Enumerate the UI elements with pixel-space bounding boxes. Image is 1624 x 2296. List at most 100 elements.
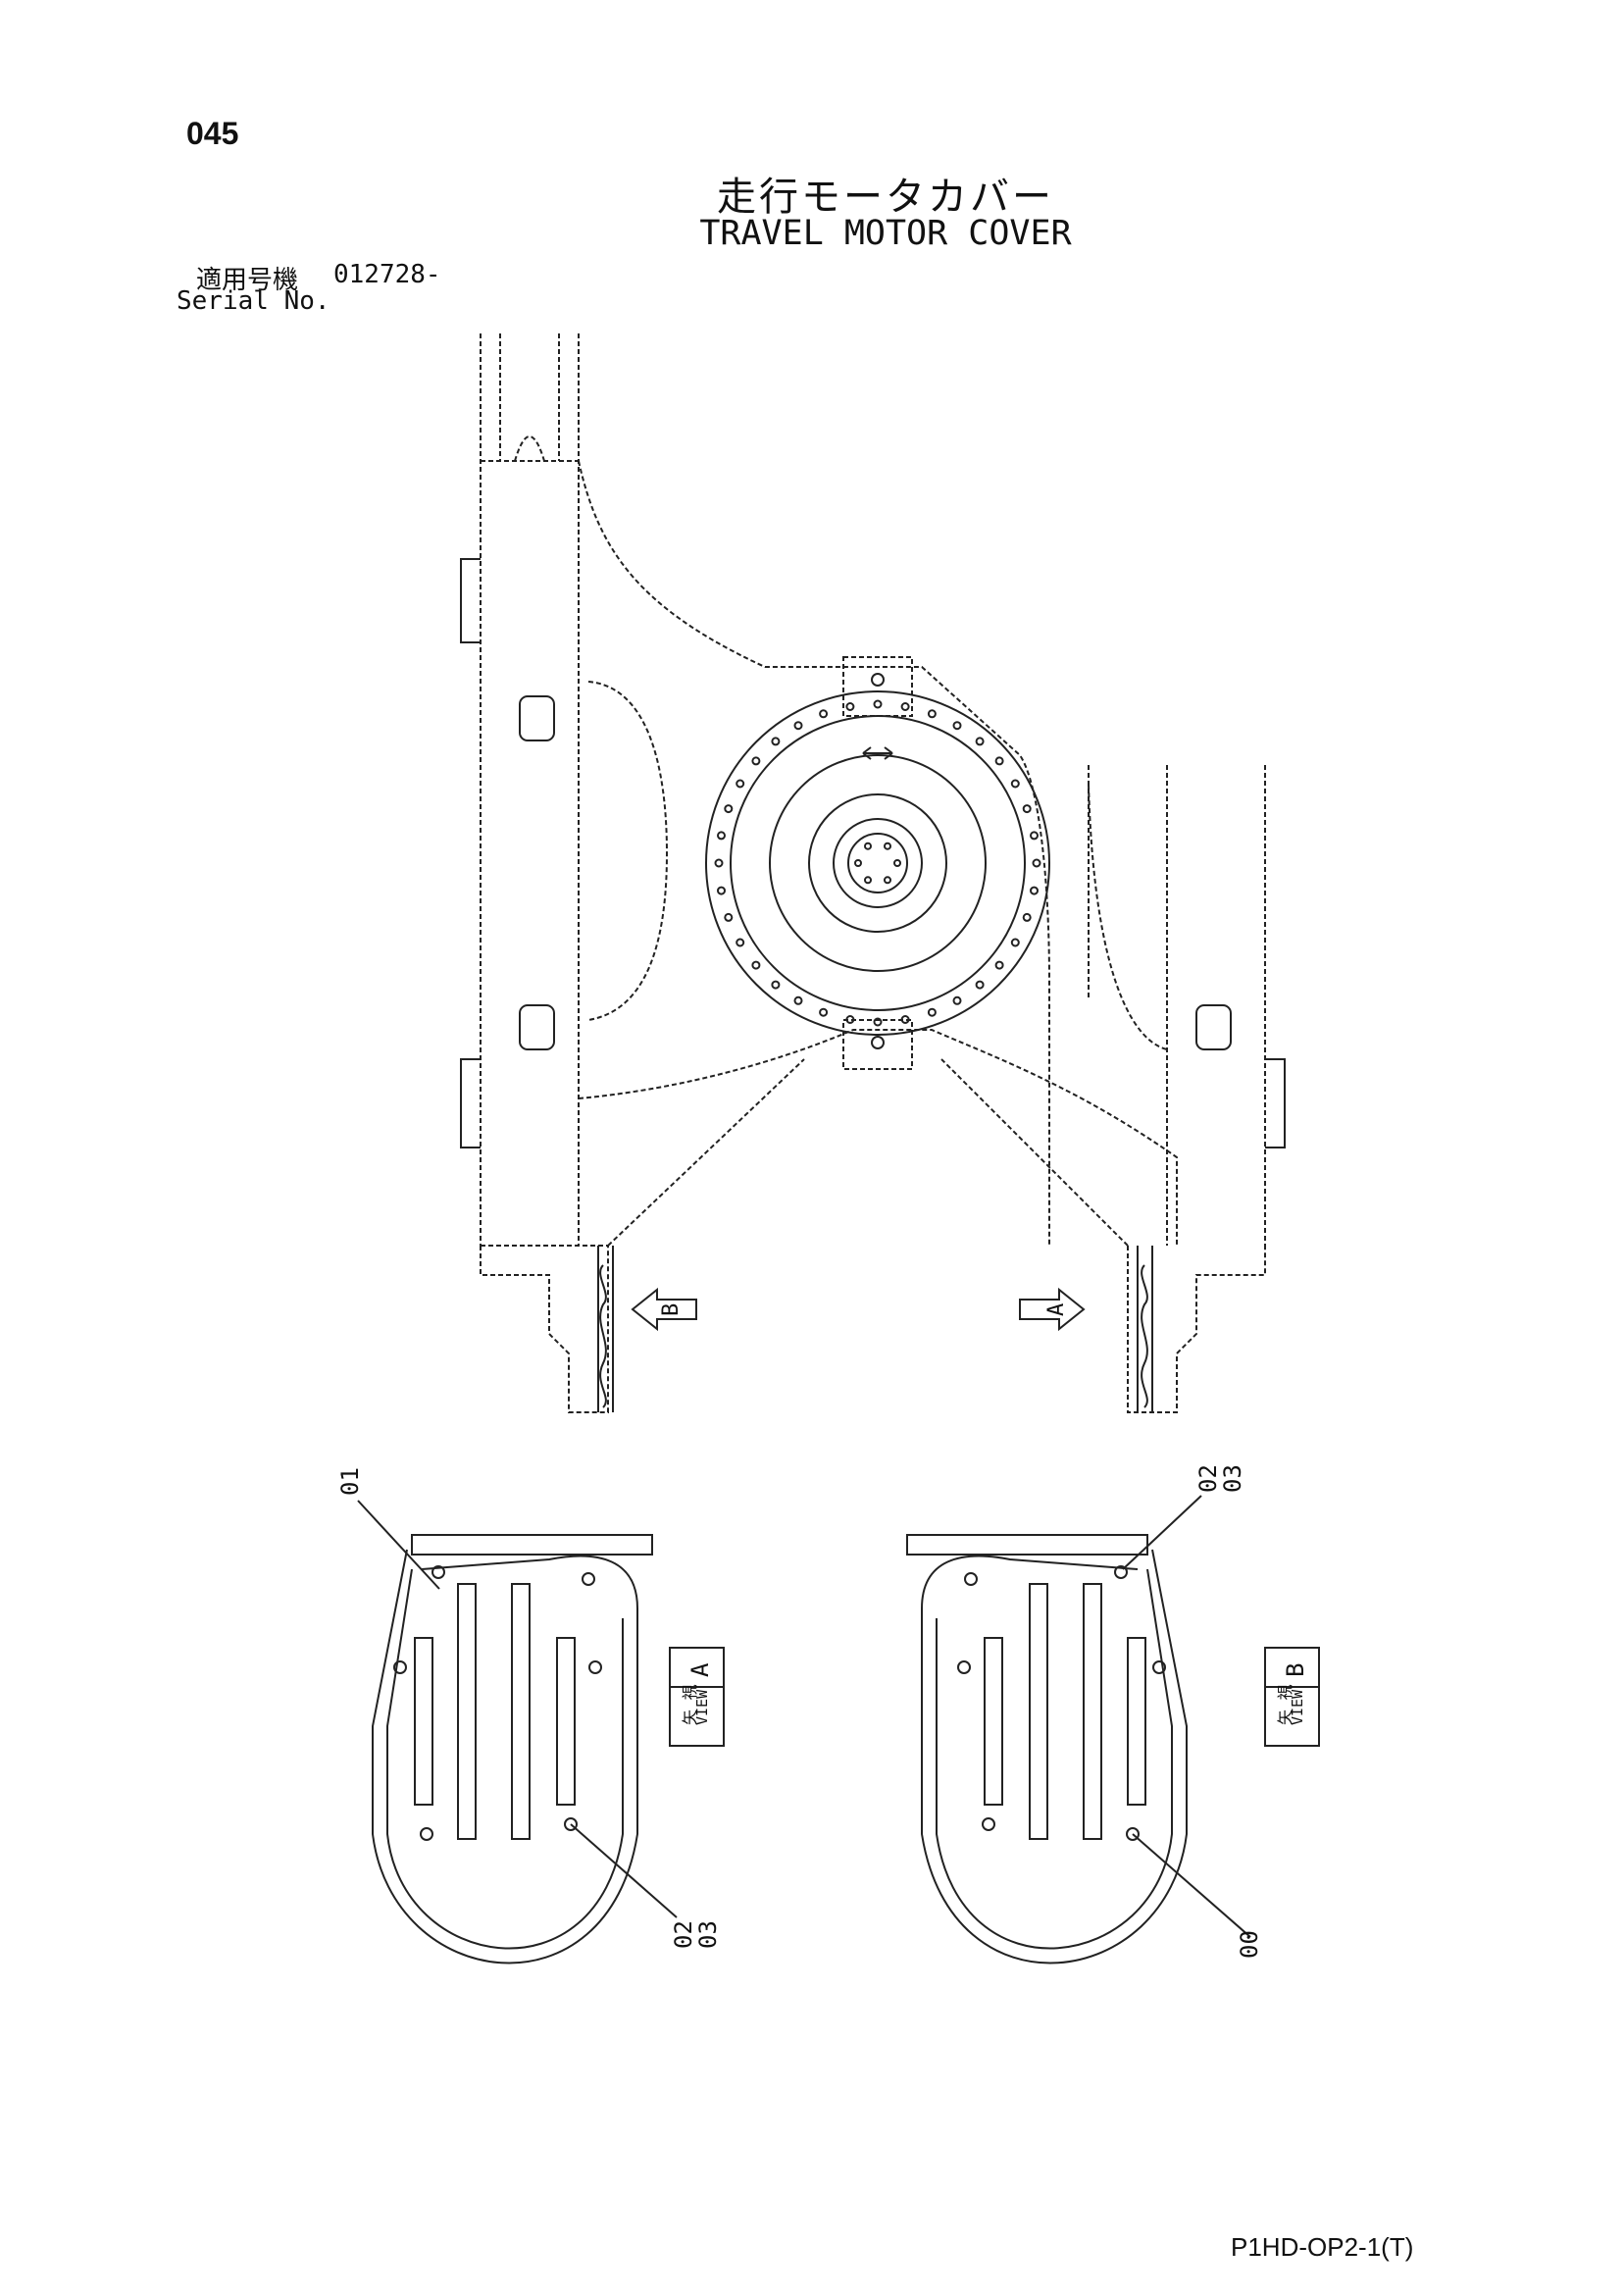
motor-bolt-hole xyxy=(717,831,726,841)
frame-left-arm xyxy=(480,333,580,1246)
motor-bolt-hole xyxy=(927,1007,937,1017)
handle-left-upper xyxy=(460,558,481,643)
cover-right-section xyxy=(1137,1246,1153,1412)
callout-02-bottom-line1: 02 xyxy=(670,1920,697,1949)
view-a-slot-3 xyxy=(511,1583,531,1840)
view-a-label-box xyxy=(669,1647,725,1747)
pad-left-upper xyxy=(519,695,555,741)
motor-housing-ring xyxy=(769,754,987,972)
motor-bolt-hole xyxy=(736,779,745,789)
view-b-bolt xyxy=(1126,1827,1140,1841)
view-a-cover-inner xyxy=(386,1568,624,1950)
view-b-label-box xyxy=(1264,1647,1320,1747)
page-title-japanese: 走行モータカバー xyxy=(717,175,1054,220)
callout-02-bottom-line2: 03 xyxy=(694,1920,722,1949)
motor-hub-inner xyxy=(847,833,908,893)
view-b-cover-inner xyxy=(936,1568,1173,1950)
frame-left-diagonal xyxy=(607,1058,805,1247)
view-b-label-en: VIEW xyxy=(1289,1689,1306,1725)
view-a-slot-2 xyxy=(457,1583,477,1840)
motor-mount-bottom xyxy=(842,1019,913,1070)
view-b-slot-1 xyxy=(984,1637,1003,1806)
motor-bolt-hole xyxy=(873,699,883,709)
view-b-slot-4 xyxy=(1127,1637,1146,1806)
callout-leader-01 xyxy=(357,1500,440,1590)
callout-leader-02-bottom xyxy=(570,1823,678,1918)
view-arrow-b-letter: B xyxy=(659,1303,684,1316)
callout-02-top-line1: 02 xyxy=(1194,1464,1222,1493)
motor-bolt-hole xyxy=(952,721,962,731)
view-b-label-jp: 矢 視 xyxy=(1276,1684,1294,1725)
frame-right-oval xyxy=(1088,784,1168,1050)
view-a-slot-1 xyxy=(414,1637,433,1806)
view-arrow-a-icon xyxy=(1019,1287,1086,1332)
motor-bolt-hole xyxy=(1022,912,1032,922)
motor-bolt-hole xyxy=(717,886,726,895)
view-b-bolt xyxy=(1152,1660,1166,1674)
page-title-english: TRAVEL MOTOR COVER xyxy=(699,214,1072,253)
motor-bolt-hole xyxy=(1010,779,1020,789)
view-a-bolt xyxy=(420,1827,433,1841)
motor-outer-ring xyxy=(705,690,1050,1036)
pad-right-lower xyxy=(1195,1004,1232,1050)
view-b-cover-outline xyxy=(921,1549,1188,1964)
frame-right-foot xyxy=(1127,1246,1266,1413)
callout-leader-02-top xyxy=(1122,1495,1202,1570)
motor-hub-mid xyxy=(833,818,923,908)
view-a-cover-outline xyxy=(372,1549,638,1964)
frame-left-lower-curve xyxy=(578,1029,1178,1246)
view-b-slot-3 xyxy=(1083,1583,1102,1840)
hub-bolt-hole xyxy=(884,842,891,850)
page-number: 045 xyxy=(186,116,239,151)
motor-bolt-hole xyxy=(1010,938,1020,947)
view-b-letter: B xyxy=(1282,1663,1309,1677)
cover-left-section xyxy=(597,1246,614,1412)
motor-bolt-hole xyxy=(845,1015,855,1024)
serial-label-english: Serial No. xyxy=(177,286,330,316)
motor-bolt-hole xyxy=(714,858,724,868)
serial-label-japanese: 適用号機 xyxy=(196,266,299,295)
pad-left-lower xyxy=(519,1004,555,1050)
motor-bolt-hole xyxy=(771,737,781,746)
frame-right-diagonal xyxy=(940,1058,1129,1247)
hub-bolt-hole xyxy=(864,842,872,850)
frame-left-rail-inner xyxy=(481,460,608,1247)
motor-inner-ring xyxy=(730,715,1026,1011)
rotation-arrow-icon xyxy=(862,746,893,760)
motor-bolt-hole xyxy=(900,702,910,711)
motor-bolt-hole xyxy=(751,756,761,766)
motor-bolt-hole xyxy=(793,721,803,731)
motor-bolt-hole xyxy=(994,756,1004,766)
motor-hub-outer xyxy=(808,793,947,933)
view-a-label-jp: 矢 視 xyxy=(681,1684,699,1725)
motor-bolt-hole xyxy=(845,702,855,711)
view-a-bolt xyxy=(588,1660,602,1674)
view-a-bolt xyxy=(431,1565,445,1579)
view-a-flange xyxy=(411,1534,653,1556)
handle-left-lower xyxy=(460,1058,481,1148)
view-b-bolt xyxy=(957,1660,971,1674)
motor-bolt-hole xyxy=(927,709,937,719)
motor-bolt-hole xyxy=(873,1017,883,1027)
hub-bolt-hole xyxy=(864,876,872,885)
view-a-slot-4 xyxy=(556,1637,576,1806)
hub-bolt-hole xyxy=(854,859,862,867)
callout-leader-00 xyxy=(1132,1833,1251,1938)
motor-bolt-hole xyxy=(724,912,734,922)
frame-left-foot xyxy=(480,1246,609,1413)
motor-bolt-hole xyxy=(900,1015,910,1024)
motor-bolt-hole xyxy=(952,995,962,1005)
frame-left-oval xyxy=(587,681,669,1021)
motor-bolt-hole xyxy=(819,1007,829,1017)
view-arrow-a-letter: A xyxy=(1044,1303,1069,1316)
view-b-slot-2 xyxy=(1029,1583,1048,1840)
callout-00: 00 xyxy=(1236,1930,1263,1959)
motor-bolt-hole xyxy=(793,995,803,1005)
mount-hole-top xyxy=(871,673,885,687)
view-a-label-en: VIEW xyxy=(693,1689,711,1725)
hub-bolt-hole xyxy=(884,876,891,885)
motor-bolt-hole xyxy=(994,960,1004,970)
view-b-flange xyxy=(906,1534,1148,1556)
hub-bolt-hole xyxy=(893,859,901,867)
